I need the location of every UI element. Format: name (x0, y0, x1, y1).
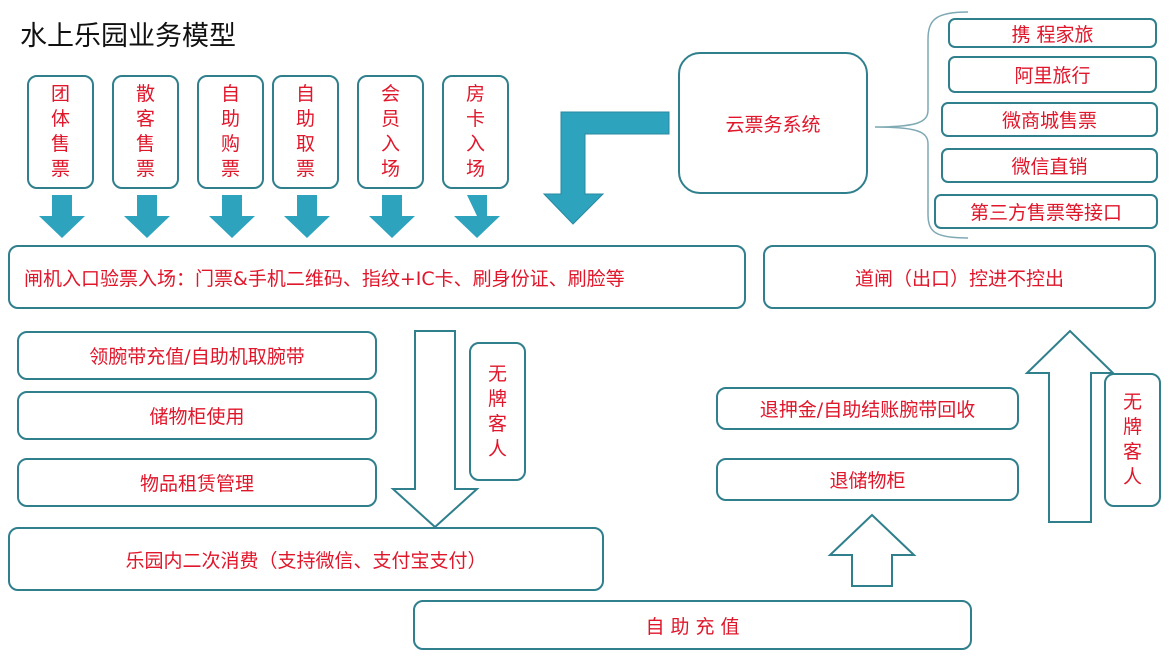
down-arrow-icon (124, 195, 170, 238)
cloud-ticket-system: 云票务系统 (678, 52, 868, 194)
channel-alitrip: 阿里旅行 (948, 56, 1157, 93)
entry-individual-ticket: 散客售票 (112, 75, 179, 189)
channel-ctrip: 携 程家旅 (948, 18, 1157, 48)
brace-connector (874, 11, 969, 239)
channel-wechat-mall: 微商城售票 (941, 102, 1158, 137)
entry-group-ticket: 团体售票 (27, 75, 94, 189)
no-card-guest-right: 无牌客人 (1104, 373, 1161, 507)
exit-locker-return: 退储物柜 (716, 458, 1019, 501)
gate-entry-check: 闸机入口验票入场：门票&手机二维码、指纹+IC卡、刷身份证、刷脸等 (8, 245, 746, 309)
channel-third-party: 第三方售票等接口 (934, 194, 1158, 229)
page-title: 水上乐园业务模型 (20, 21, 236, 52)
entry-room-card: 房卡入场 (442, 75, 509, 189)
service-wristband: 领腕带充值/自助机取腕带 (17, 331, 377, 380)
down-arrow-icon (39, 195, 85, 238)
service-locker: 储物柜使用 (17, 391, 377, 440)
down-arrow-icon (454, 195, 500, 238)
exit-deposit-return: 退押金/自助结账腕带回收 (716, 387, 1019, 430)
bent-arrow-icon (542, 111, 670, 225)
secondary-consumption: 乐园内二次消费（支持微信、支付宝支付） (8, 527, 604, 591)
entry-self-purchase: 自助购票 (197, 75, 264, 189)
entry-self-pickup: 自助取票 (272, 75, 339, 189)
down-arrow-icon (369, 195, 415, 238)
gate-exit: 道闸（出口）控进不控出 (763, 245, 1156, 309)
hollow-down-arrow-icon (390, 330, 480, 529)
down-arrow-icon (209, 195, 255, 238)
entry-member: 会员入场 (357, 75, 424, 189)
no-card-guest-left: 无牌客人 (469, 342, 526, 481)
hollow-up-arrow-icon (1024, 329, 1116, 523)
channel-wechat-direct: 微信直销 (941, 148, 1158, 183)
service-rental: 物品租赁管理 (17, 458, 377, 507)
hollow-up-arrow-icon (827, 513, 917, 587)
down-arrow-icon (284, 195, 330, 238)
self-recharge: 自 助 充 值 (413, 600, 972, 650)
